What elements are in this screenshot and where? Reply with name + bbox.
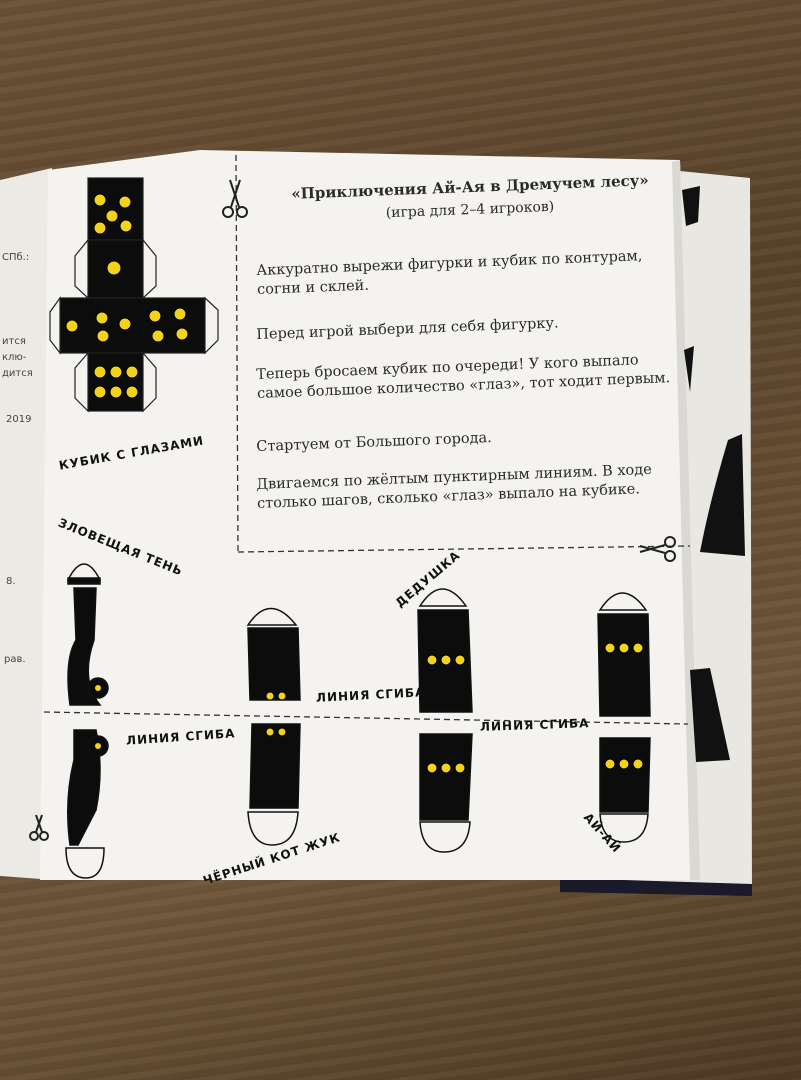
ayay-figure: [597, 592, 651, 843]
left-page-fragment: 8.: [6, 576, 16, 587]
left-page-fragment: 2019: [6, 414, 32, 425]
left-page-fragment: СПб.:: [2, 252, 30, 263]
forest-silhouette: [682, 186, 745, 762]
cube-eyes: [65, 193, 189, 399]
shadow-figure: [65, 563, 109, 879]
left-page-fragment: ится: [2, 336, 26, 347]
cat-figure: [246, 607, 301, 846]
scissors-icon: [222, 179, 248, 218]
scissors-icon: [639, 536, 676, 562]
left-page-fragment: дится: [2, 368, 33, 379]
cut-lines: [43, 154, 691, 725]
left-page-fragment: рав.: [4, 654, 26, 665]
left-page: [0, 168, 55, 880]
left-page-fragment: клю-: [2, 352, 27, 363]
scissors-icon: [29, 814, 49, 841]
grandpa-figure: [417, 588, 473, 853]
